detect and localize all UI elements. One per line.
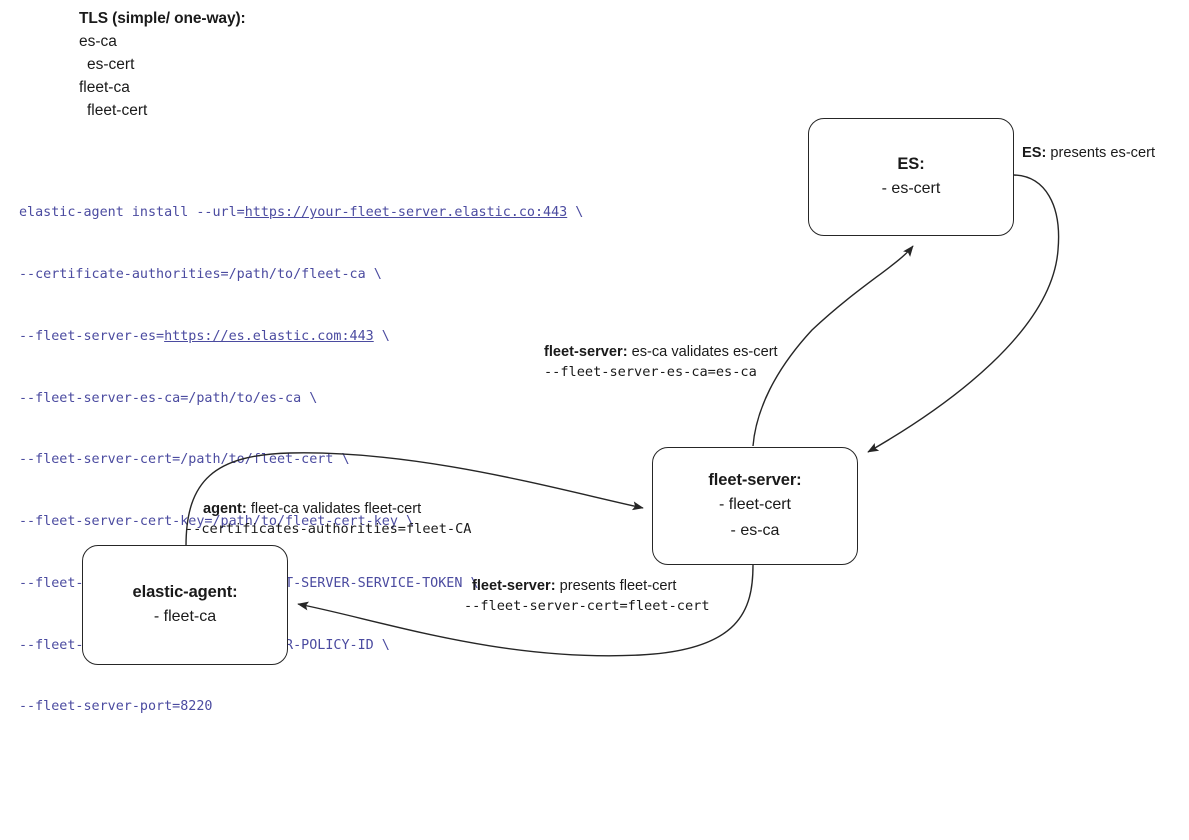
edge-label-line: fleet-server: es-ca validates es-cert [544,343,778,362]
tls-legend-item-es-ca: es-ca [79,33,117,50]
tls-legend-item-es-cert: es-cert [87,56,135,73]
edge-label-text: fleet-ca validates fleet-cert [246,501,422,517]
edge-label-actor: fleet-server: [544,344,628,360]
edge-label-line: fleet-server: presents fleet-cert [472,577,710,596]
edge-label-fleet-server-validates: fleet-server: es-ca validates es-cert --… [544,343,778,382]
command-text: --fleet-server-es-ca=/path/to/es-ca \ [19,390,318,406]
edge-label-actor: ES: [1022,145,1047,161]
command-text: --certificate-authorities=/path/to/fleet… [19,266,382,282]
command-suffix: \ [373,328,390,344]
command-line-4: --fleet-server-es-ca=/path/to/es-ca \ [19,389,583,410]
node-fleet-server-item-fleet-cert: - fleet-cert [718,496,791,513]
edge-label-agent-validates: agent: fleet-ca validates fleet-cert --c… [185,500,471,539]
tls-legend: TLS (simple/ one-way): es-ca es-cert fle… [79,7,246,122]
edge-label-fleet-server-presents: fleet-server: presents fleet-cert --flee… [464,577,710,616]
edge-label-line: ES: presents es-cert [1022,144,1155,163]
node-elastic-agent-item-fleet-ca: - fleet-ca [153,608,217,625]
command-url-link[interactable]: https://es.elastic.com:443 [164,328,374,344]
edge-label-line: agent: fleet-ca validates fleet-cert [203,500,471,519]
command-line-3: --fleet-server-es=https://es.elastic.com… [19,327,583,348]
node-elastic-agent-title: elastic-agent: [132,583,238,601]
command-line-2: --certificate-authorities=/path/to/fleet… [19,265,583,286]
command-url-link[interactable]: https://your-fleet-server.elastic.co:443 [244,205,568,221]
command-line-9: --fleet-server-port=8220 [19,697,583,718]
edge-label-flag: --certificates-authorities=fleet-CA [185,521,472,537]
tls-legend-item-fleet-ca: fleet-ca [79,79,130,96]
edge-label-text: presents fleet-cert [555,578,677,594]
node-es[interactable]: ES: - es-cert [808,118,1014,236]
node-fleet-server-title: fleet-server: [708,471,802,489]
edge-label-text: presents es-cert [1046,145,1156,161]
edge-label-flag: --fleet-server-cert=fleet-cert [464,598,710,614]
command-text: elastic-agent install --url= [19,205,245,221]
edge-label-es-presents: ES: presents es-cert [1022,144,1155,163]
edge-label-actor: fleet-server: [472,578,556,594]
command-text: --fleet-server-cert=/path/to/fleet-cert … [19,452,350,468]
command-suffix: \ [567,205,584,221]
tls-legend-item-fleet-cert: fleet-cert [87,102,148,119]
tls-legend-title: TLS (simple/ one-way): [79,10,246,27]
edge-label-flag: --fleet-server-es-ca=es-ca [544,364,757,380]
command-text: --fleet-server-port=8220 [19,699,213,715]
node-es-title: ES: [897,155,925,173]
node-es-item-es-cert: - es-cert [881,180,941,197]
command-text: --fleet-server-es= [19,328,165,344]
node-fleet-server-item-es-ca: - es-ca [730,522,780,539]
command-line-1: elastic-agent install --url=https://your… [19,203,583,224]
node-elastic-agent[interactable]: elastic-agent: - fleet-ca [82,545,288,665]
edge-label-text: es-ca validates es-cert [627,344,778,360]
edge-label-actor: agent: [203,501,247,517]
command-line-5: --fleet-server-cert=/path/to/fleet-cert … [19,450,583,471]
node-fleet-server[interactable]: fleet-server: - fleet-cert - es-ca [652,447,858,565]
